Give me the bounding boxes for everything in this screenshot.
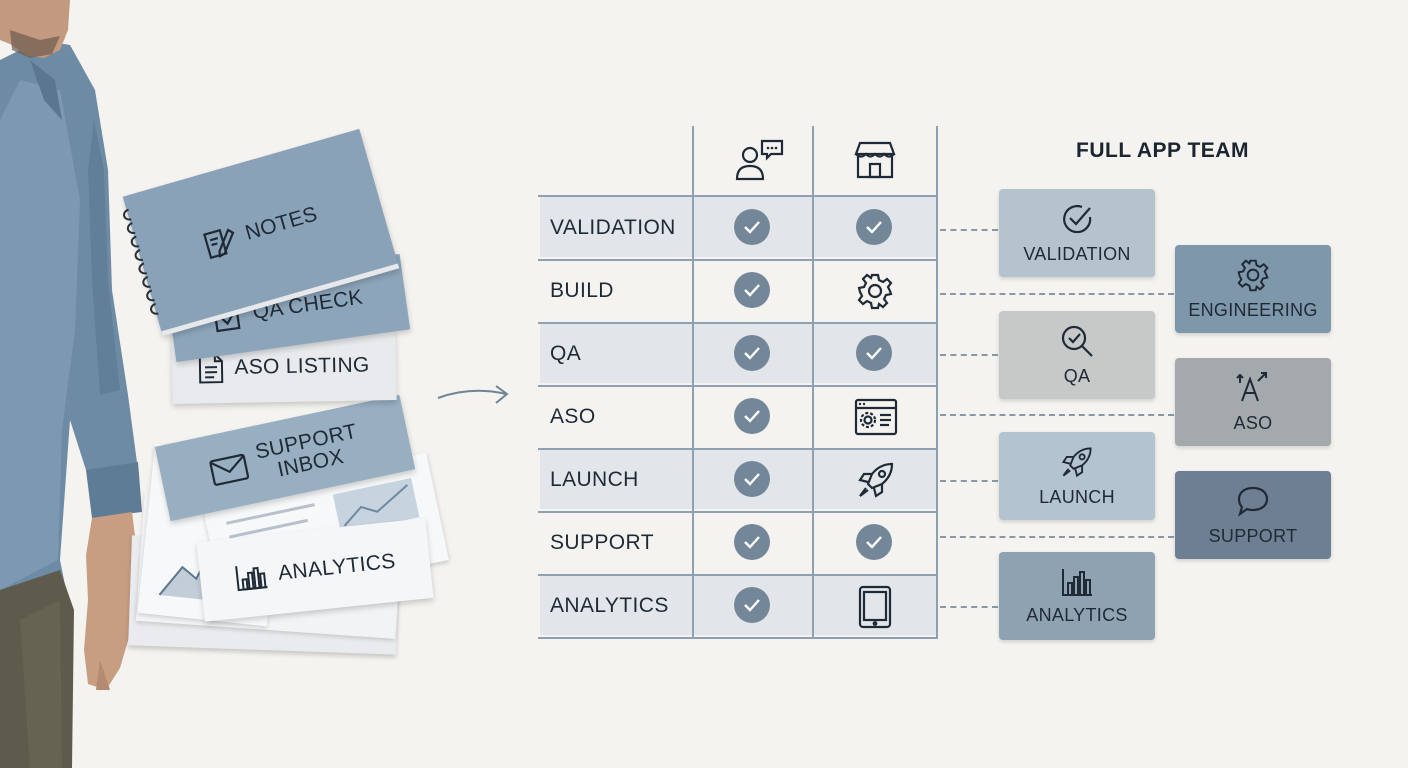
team-box-support: SUPPORT [1175,471,1331,559]
team-label-engineering: ENGINEERING [1188,299,1318,320]
envelope-icon [209,453,250,486]
document-icon [199,353,224,384]
arrow-right-icon [437,385,509,404]
row-label-analytics: ANALYTICS [550,594,669,617]
team-box-aso: ASO [1175,358,1331,446]
row-label-aso: ASO [550,405,596,428]
rocket-icon [1061,446,1092,477]
check-circle-icon [856,209,892,245]
bar-chart-icon [1062,568,1092,596]
notes-notebook: NOTES [122,128,400,337]
team-label-support: SUPPORT [1208,525,1298,546]
rocket-icon [858,462,894,498]
speech-bubble-icon [1237,486,1269,517]
font-arrows-icon [1236,371,1267,401]
row-label-validation: VALIDATION [550,216,676,239]
connector-launch [940,480,998,482]
gear-icon [857,273,893,310]
check-circle-icon [734,272,770,308]
connector-analytics [940,606,998,608]
connector-aso [940,414,1174,416]
team-box-qa: QA [999,311,1155,399]
check-circle-icon [734,461,770,497]
connector-support [940,536,1174,538]
support-inbox-card: SUPPORT INBOX [154,394,416,522]
team-label-qa: QA [1063,365,1091,386]
magnifier-check-icon [1061,325,1093,357]
row-label-support: SUPPORT [550,531,654,554]
row-label-build: BUILD [550,279,614,302]
person-chat-icon [735,139,784,181]
check-circle-icon [734,587,770,623]
person-illustration [0,0,142,768]
storefront-icon [854,141,896,179]
analytics-label: ANALYTICS [277,549,397,585]
team-box-analytics: ANALYTICS [999,552,1155,640]
check-circle-icon [734,209,770,245]
team-label-validation: VALIDATION [1023,243,1131,264]
aso-listing-label: ASO LISTING [234,353,370,379]
team-box-validation: VALIDATION [999,189,1155,277]
check-circle-icon [856,335,892,371]
team-box-engineering: ENGINEERING [1175,245,1331,333]
team-label-launch: LAUNCH [1039,486,1115,507]
gear-icon [1237,258,1269,291]
check-circle-icon [734,398,770,434]
spiral-binding [123,208,159,315]
check-circle-icon [734,335,770,371]
notes-label: NOTES [242,202,320,245]
check-circle-icon [734,524,770,560]
team-title: FULL APP TEAM [1076,139,1249,162]
check-circle-icon [856,524,892,560]
document-stack: ANALYTICS SUPPORT INBOX ASO LISTING [110,120,460,660]
connector-validation [940,229,998,231]
team-label-analytics: ANALYTICS [1026,604,1128,625]
bar-chart-icon [235,566,268,592]
row-label-launch: LAUNCH [550,468,639,491]
connector-engineering [940,293,1174,295]
notepad-pencil-icon [203,228,235,260]
row-label-qa: QA [550,342,582,365]
check-circle-icon [1063,204,1092,233]
team-box-launch: LAUNCH [999,432,1155,520]
connector-qa [940,354,998,356]
aso-listing-card: ASO LISTING [171,330,397,404]
browser-window-icon [854,398,898,436]
team-label-aso: ASO [1233,412,1273,433]
tablet-icon [858,585,892,629]
analytics-sheet: ANALYTICS [196,518,434,622]
